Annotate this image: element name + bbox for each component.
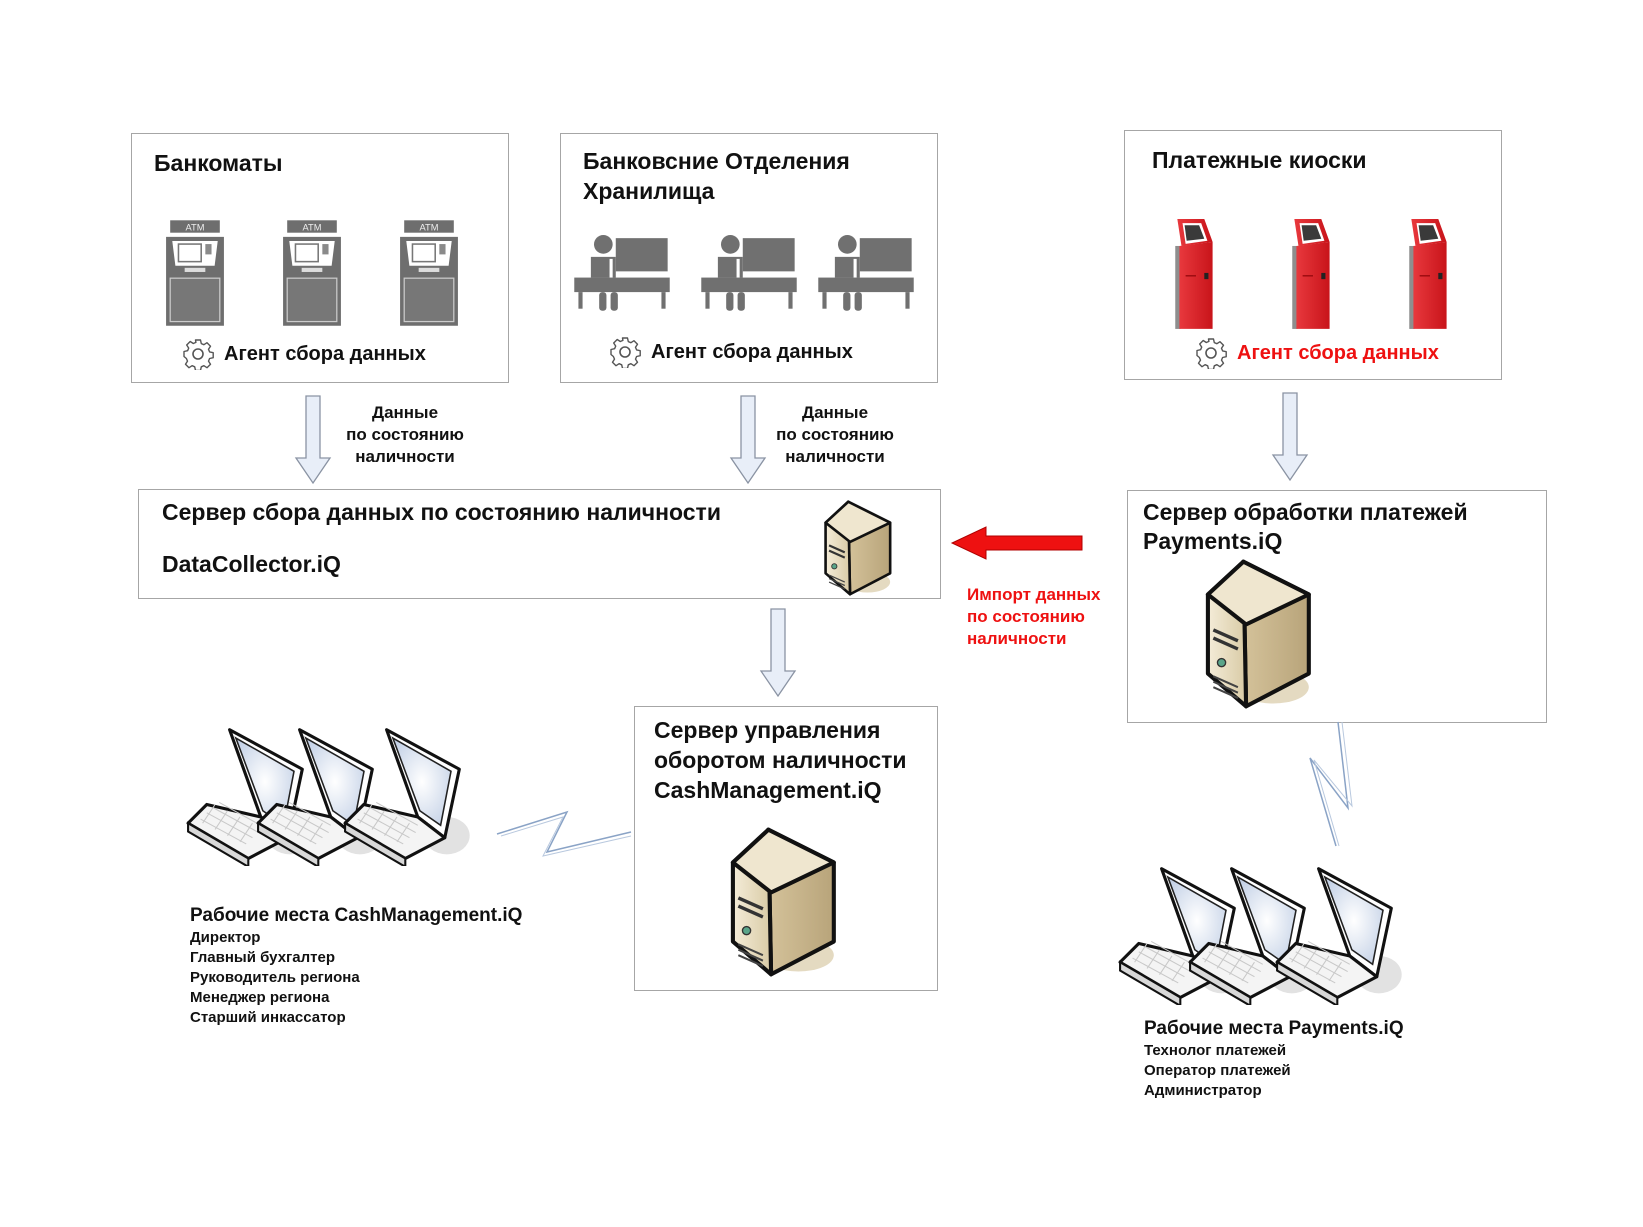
atm-icon [281,220,343,326]
role-item: Главный бухгалтер [190,949,336,966]
branch-flow-caption: Данные по состоянию наличности [765,402,905,468]
branch-agent: Агент сбора данных [609,336,853,368]
role-item: Администратор [1144,1082,1262,1099]
wireless-link-icon [496,810,632,857]
flow-caption-line: Данные [371,403,439,422]
payments-workstations: Рабочие места Payments.iQ Технолог плате… [1144,1017,1404,1101]
gear-icon [1195,337,1227,369]
kiosk-agent-label: Агент сбора данных [1237,341,1439,364]
flow-caption-line: по состоянию [776,425,894,444]
gear-icon [182,338,214,370]
role-item: Директор [190,929,261,946]
role-item: Менеджер региона [190,989,330,1006]
cash-management-workstations: Рабочие места CashManagement.iQ Директор… [190,904,522,1028]
cash-management-server-box: Сервер управления оборотом наличности Ca… [634,706,938,991]
branch-agent-label: Агент сбора данных [651,340,853,363]
flow-caption-line: Импорт данных [967,585,1101,604]
server-icon [821,500,893,596]
atm-icon [398,220,460,326]
branch-group-box: Банковсние Отделения Хранилища Агент сбо… [560,133,938,383]
payment-kiosk-icon [1407,219,1453,331]
kiosk-agent: Агент сбора данных [1195,337,1439,369]
bank-clerk-icon [701,234,797,317]
role-item: Технолог платежей [1144,1042,1287,1059]
atm-icon [164,220,226,326]
atm-agent-label: Агент сбора данных [224,342,426,365]
collector-server-title: Сервер сбора данных по состоянию налично… [162,499,721,525]
server-icon [723,827,841,977]
role-item: Старший инкассатор [190,1009,346,1026]
collector-server-product: DataCollector.iQ [162,551,341,577]
down-arrow-collector [759,608,797,698]
laptop-icon [1275,855,1410,1005]
branch-group-title-line2: Хранилища [583,178,715,204]
payments-server-box: Сервер обработки платежей Payments.iQ [1127,490,1547,723]
flow-caption-line: наличности [785,447,885,466]
role-item: Оператор платежей [1144,1062,1291,1079]
payment-kiosk-icon [1290,219,1336,331]
payments-server-title: Сервер обработки платежей [1143,499,1468,525]
flow-caption-line: по состоянию [346,425,464,444]
flow-caption-line: наличности [355,447,455,466]
bank-clerk-icon [574,234,670,317]
atm-group-box: Банкоматы Агент сбора данных [131,133,509,383]
cash-management-product: CashManagement.iQ [654,777,882,803]
import-flow-caption: Импорт данных по состоянию наличности [967,584,1100,650]
atm-group-title: Банкоматы [154,150,283,176]
branch-group-title-line1: Банковсние Отделения [583,148,850,174]
payments-server-product: Payments.iQ [1143,528,1283,554]
payment-kiosk-icon [1173,219,1219,331]
atm-flow-caption: Данные по состоянию наличности [335,402,475,468]
collector-server-box: Сервер сбора данных по состоянию налично… [138,489,941,599]
wireless-link-icon [1309,721,1353,847]
server-icon [1198,559,1316,709]
down-arrow-branch [729,395,767,485]
cash-management-title-line1: Сервер управления [654,717,881,743]
down-arrow-atm [294,395,332,485]
workstations-heading: Рабочие места CashManagement.iQ [190,905,523,926]
cash-management-title-line2: оборотом наличности [654,747,907,773]
bank-clerk-icon [818,234,914,317]
atm-agent: Агент сбора данных [182,338,426,370]
gear-icon [609,336,641,368]
kiosk-group-title: Платежные киоски [1152,147,1367,173]
laptop-icon [343,716,478,866]
role-item: Руководитель региона [190,969,360,986]
flow-caption-line: по состоянию [967,607,1085,626]
flow-caption-line: Данные [801,403,869,422]
flow-caption-line: наличности [967,629,1067,648]
kiosk-group-box: Платежные киоски Агент сбора данных [1124,130,1502,380]
workstations-heading: Рабочие места Payments.iQ [1144,1018,1404,1039]
import-arrow [950,526,1083,560]
down-arrow-kiosk [1271,392,1309,482]
